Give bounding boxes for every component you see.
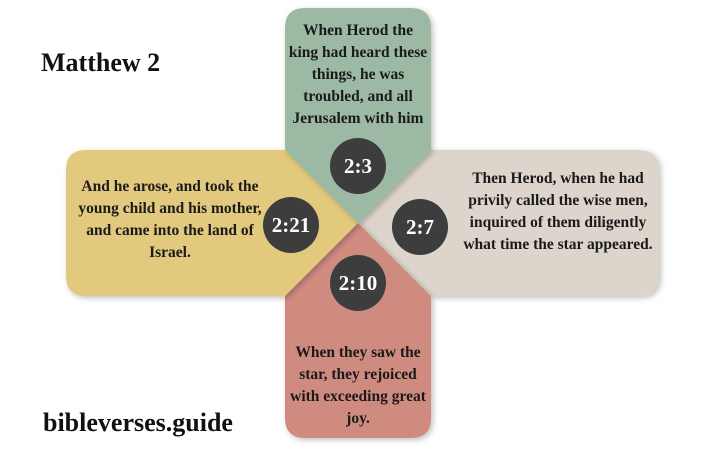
card-bottom-text: When they saw the star, they rejoiced wi… <box>290 344 426 427</box>
card-top-text: When Herod the king had heard these thin… <box>288 22 428 127</box>
site-footer: bibleverses.guide <box>43 408 233 437</box>
verse-badge-top: 2:3 <box>330 138 386 194</box>
card-right-text: Then Herod, when he had privily called t… <box>463 170 653 253</box>
page-title: Matthew 2 <box>41 48 161 77</box>
card-left-text: And he arose, and took the young child a… <box>78 178 262 261</box>
card-left-shape <box>66 150 358 296</box>
verse-badge-right: 2:7 <box>392 199 448 255</box>
verse-badge-bottom: 2:10 <box>330 255 386 311</box>
verse-badge-left: 2:21 <box>263 197 319 253</box>
card-right-shape <box>358 150 659 296</box>
card-top-shape <box>285 8 431 223</box>
card-bottom-shape <box>285 223 431 438</box>
